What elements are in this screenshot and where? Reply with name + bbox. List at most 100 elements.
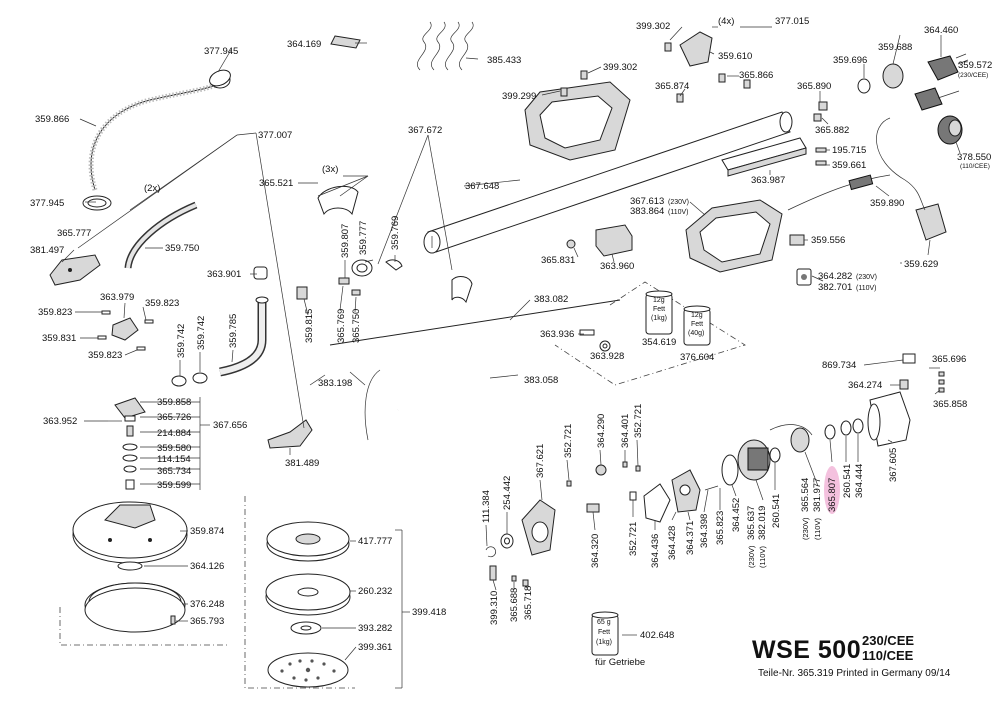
label-383198: 383.198 (318, 378, 352, 389)
label-399418: 399.418 (412, 607, 446, 618)
sanding-disc-399361 (267, 652, 349, 688)
brush-ring-376248 (84, 582, 186, 633)
label-359866: 359.866 (35, 114, 69, 125)
label-367621: 367.621 (535, 444, 546, 478)
label-352721a: 352.721 (633, 404, 644, 438)
label-4x: (4x) (718, 16, 734, 27)
label-359750: 359.750 (165, 243, 199, 254)
label-382701: 382.701 (818, 282, 852, 293)
label-364169: 364.169 (287, 39, 321, 50)
label-383082: 383.082 (534, 294, 568, 305)
label-195715: 195.715 (832, 145, 866, 156)
label-364452: 364.452 (731, 498, 742, 532)
field-coil-365564 (769, 424, 813, 453)
small-screws-left (97, 310, 154, 351)
armature-365637 (737, 439, 771, 481)
label-364436: 364.436 (650, 534, 661, 568)
label-2x: (2x) (144, 183, 160, 194)
label-365858b: 365.858 (933, 399, 967, 410)
label-260232: 260.232 (358, 586, 392, 597)
circlip-111384 (485, 546, 497, 558)
label-359599: 359.599 (157, 480, 191, 491)
label-365769: 365.769 (336, 309, 347, 343)
grease3-part: 402.648 (640, 630, 674, 641)
label-359661: 359.661 (832, 160, 866, 171)
label-363987: 363.987 (751, 175, 785, 186)
part-labels: 364.169 377.945 385.433 399.302 (4x) 377… (30, 16, 992, 653)
fan-plate-364452 (721, 454, 739, 486)
label-382019: 382.019 (757, 506, 768, 540)
label-365521: 365.521 (259, 178, 293, 189)
label-383058: 383.058 (524, 375, 558, 386)
label-359556: 359.556 (811, 235, 845, 246)
label-359874: 359.874 (190, 526, 224, 537)
grease3-line2: Fett (598, 629, 610, 636)
bracket-359610 (679, 31, 713, 67)
oring-364126 (117, 561, 143, 571)
label-364290: 364.290 (596, 414, 607, 448)
label-359629: 359.629 (904, 259, 938, 270)
plug-364460 (927, 53, 969, 81)
label-363901: 363.901 (207, 269, 241, 280)
grease3-line3: (1kg) (596, 639, 612, 646)
housing-shell-bottom (685, 199, 783, 273)
suction-hose (88, 71, 231, 191)
hose-clamp-bottom (82, 195, 112, 211)
label-365718: 365.718 (523, 586, 534, 620)
label-260541b: 260.541 (842, 464, 853, 498)
label-364282-sub: (230V) (856, 274, 877, 281)
label-111384: 111.384 (481, 490, 492, 523)
label-365831: 365.831 (541, 255, 575, 266)
label-365890: 365.890 (797, 81, 831, 92)
gasket-364436 (643, 483, 671, 523)
label-365734: 365.734 (157, 466, 191, 477)
gear-364290 (566, 461, 641, 487)
bracket-359777 (338, 259, 373, 296)
base-plate-359874 (72, 501, 188, 564)
clip-195715 (815, 147, 827, 166)
label-367672: 367.672 (408, 125, 442, 136)
label-364282: 364.282 (818, 271, 852, 282)
label-378550: 378.550 (957, 152, 991, 163)
grease3-line1: 65 g (597, 619, 611, 626)
label-365564: 365.564 (800, 478, 811, 512)
label-381489: 381.489 (285, 458, 319, 469)
brush-holder-869734 (902, 353, 916, 364)
ring-364444 (852, 418, 864, 434)
label-869734: 869.734 (822, 360, 856, 371)
channel-363987 (721, 137, 807, 177)
rod-383082 (329, 299, 621, 441)
label-363936: 363.936 (540, 329, 574, 340)
ring-254442 (500, 533, 514, 549)
label-378550-sub: (110/CEE) (960, 163, 990, 170)
label-364126: 364.126 (190, 561, 224, 572)
clip-367672 (451, 276, 473, 304)
gearbox-grease-note: für Getriebe (595, 657, 646, 668)
label-strip (330, 35, 361, 49)
label-359831: 359.831 (42, 333, 76, 344)
label-383864-sub: (110V) (668, 209, 689, 216)
bearing-260541b (840, 420, 852, 436)
label-365793: 365.793 (190, 616, 224, 627)
elbow-pipe-359785 (219, 296, 269, 377)
label-365696: 365.696 (932, 354, 966, 365)
label-377007: 377.007 (258, 130, 292, 141)
label-381977: 381.977 (812, 478, 823, 512)
label-377945a: 377.945 (204, 46, 238, 57)
stack-367656 (108, 397, 146, 490)
label-359823a: 359.823 (145, 298, 179, 309)
cable-spirals (417, 21, 474, 71)
label-365866: 365.866 (739, 70, 773, 81)
label-364398: 364.398 (699, 514, 710, 548)
label-363960: 363.960 (600, 261, 634, 272)
label-365823: 365.823 (715, 511, 726, 545)
bracket-381497 (49, 254, 101, 286)
label-365874: 365.874 (655, 81, 689, 92)
label-365637: 365.637 (746, 506, 757, 540)
label-385433: 385.433 (487, 55, 521, 66)
label-382019-sub: (110V) (758, 546, 767, 568)
knob-363979 (111, 317, 139, 341)
clip-359769 (385, 259, 403, 271)
label-359785: 359.785 (228, 314, 239, 348)
grease1-part: 354.619 (642, 337, 676, 348)
